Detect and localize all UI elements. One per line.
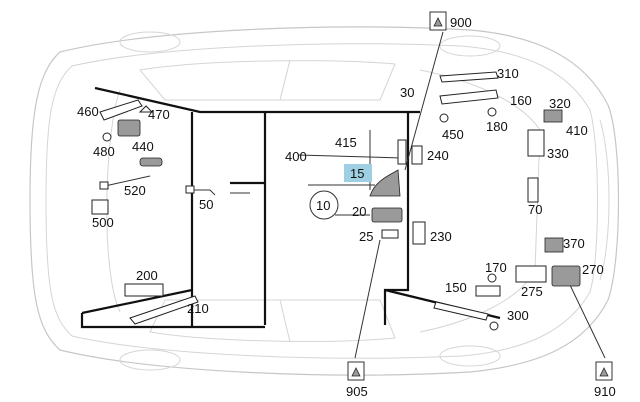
callout-900: 900 — [450, 15, 472, 30]
circle-10 — [309, 190, 339, 220]
callout-210: 210 — [187, 301, 209, 316]
callout-330: 330 — [547, 146, 569, 161]
callout-15: 15 — [350, 166, 364, 181]
sensor-pad — [139, 157, 163, 167]
tag-icon-905 — [351, 367, 361, 377]
plug-240 — [411, 145, 423, 165]
antenna-15 — [369, 169, 401, 197]
callout-905: 905 — [346, 384, 368, 399]
callout-440: 440 — [132, 139, 154, 154]
callout-910: 910 — [594, 384, 616, 399]
clip-470 — [138, 105, 154, 113]
cable-310 — [439, 71, 499, 83]
callout-500: 500 — [92, 215, 114, 230]
callout-240: 240 — [427, 148, 449, 163]
callout-470: 470 — [148, 107, 170, 122]
cable-160 — [439, 89, 499, 105]
module-370 — [544, 237, 564, 253]
rail-415 — [397, 139, 407, 165]
callout-275: 275 — [521, 284, 543, 299]
module-320 — [543, 109, 563, 123]
main-harness — [80, 86, 501, 329]
module-200 — [124, 283, 164, 297]
highlight-15 — [344, 164, 372, 182]
bracket-150 — [475, 285, 501, 297]
callout-170: 170 — [485, 260, 507, 275]
callout-520: 520 — [124, 183, 146, 198]
callout-150: 150 — [445, 280, 467, 295]
clip-170 — [487, 273, 497, 283]
callout-320: 320 — [549, 96, 571, 111]
callout-415: 415 — [335, 135, 357, 150]
cable-520 — [104, 175, 151, 187]
cable-50 — [194, 189, 216, 196]
tag-icon-910 — [599, 367, 609, 377]
tag-icon-900 — [433, 17, 443, 27]
module-270 — [551, 265, 581, 287]
callout-200: 200 — [136, 268, 158, 283]
module-500 — [91, 199, 109, 215]
tag-boxes — [347, 11, 613, 381]
callout-30: 30 — [400, 85, 414, 100]
callout-25: 25 — [359, 229, 373, 244]
bracket-210 — [129, 295, 199, 325]
callout-270: 270 — [582, 262, 604, 277]
clip-300 — [489, 321, 499, 331]
bracket-230 — [412, 221, 426, 245]
callout-labels: 900 310 30 160 320 460 470 450 180 410 4… — [77, 15, 616, 399]
callout-20: 20 — [352, 204, 366, 219]
clip-180 — [487, 107, 497, 117]
callout-70: 70 — [528, 202, 542, 217]
callout-10: 10 — [316, 198, 330, 213]
callout-410: 410 — [566, 123, 588, 138]
cable-300 — [433, 301, 489, 321]
plug-520 — [99, 181, 109, 190]
module-330 — [527, 129, 545, 157]
callout-400: 400 — [285, 149, 307, 164]
callout-450: 450 — [442, 127, 464, 142]
callout-460: 460 — [77, 104, 99, 119]
module-20 — [371, 207, 403, 223]
callout-480: 480 — [93, 144, 115, 159]
clip-450 — [439, 113, 449, 123]
callout-370: 370 — [563, 236, 585, 251]
callout-300: 300 — [507, 308, 529, 323]
callout-160: 160 — [510, 93, 532, 108]
plate-25 — [381, 229, 399, 239]
bracket-460 — [99, 99, 143, 121]
callout-230: 230 — [430, 229, 452, 244]
callout-310: 310 — [497, 66, 519, 81]
plug-50 — [185, 185, 195, 194]
module-440 — [117, 119, 141, 137]
callout-50: 50 — [199, 197, 213, 212]
bracket-70 — [527, 177, 539, 203]
clip-480 — [102, 132, 112, 142]
leader-lines — [297, 31, 606, 359]
components — [91, 71, 581, 331]
module-275 — [515, 265, 547, 283]
callout-180: 180 — [486, 119, 508, 134]
